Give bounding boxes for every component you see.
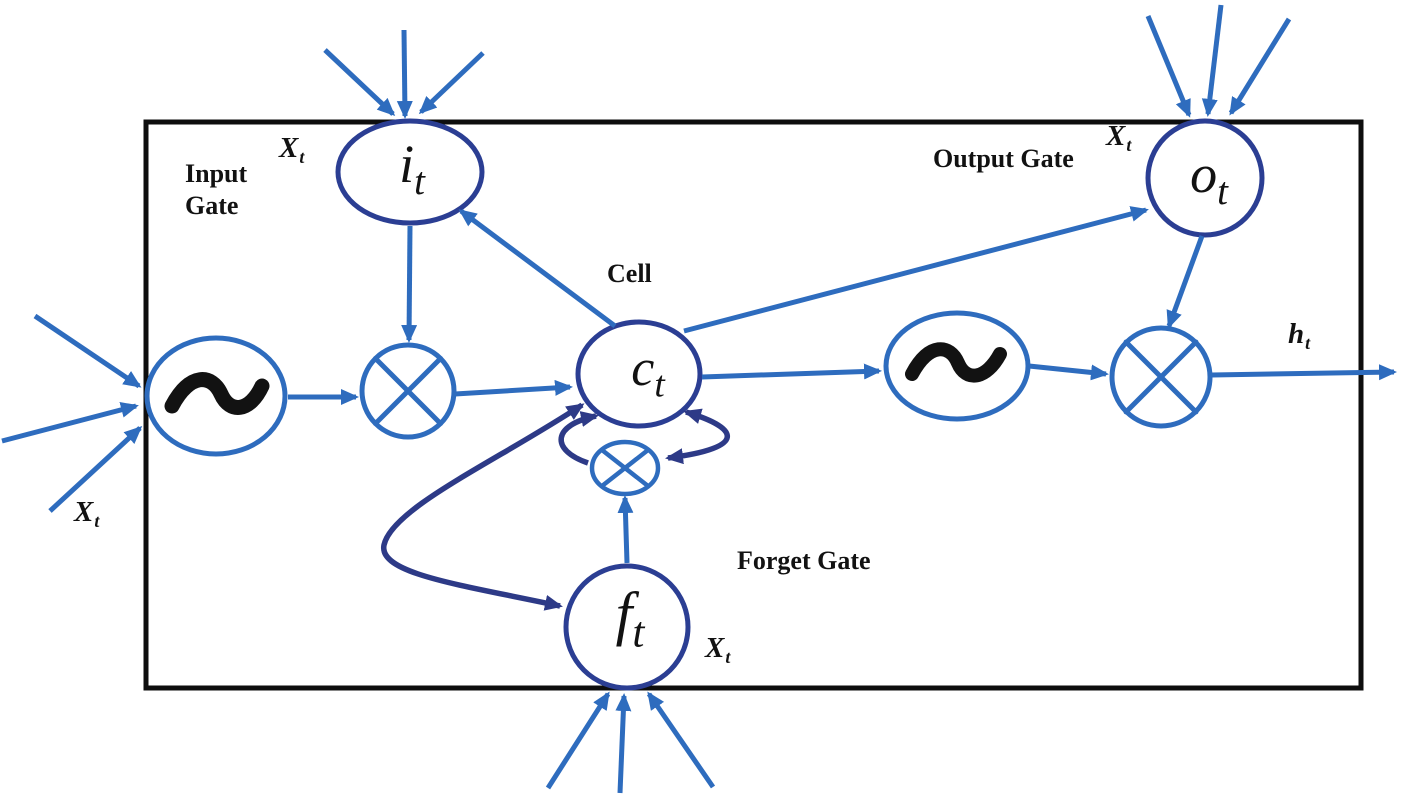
- x-sub: t: [725, 647, 731, 668]
- output-gate-symbol: ot: [1190, 147, 1228, 212]
- arrow-into-forget-gate-3: [646, 691, 716, 789]
- tilde-icon: [164, 372, 270, 415]
- curve-cell-to-loop-multiply: [665, 408, 730, 465]
- arrow-cell-to-squash-right: [701, 363, 882, 380]
- arrow-into-squash-left-2: [1, 402, 139, 444]
- multiply-icon: [599, 447, 651, 489]
- symbol-main: f: [615, 580, 633, 647]
- node-circles: [144, 118, 1265, 691]
- x-input-gate-label: Xt: [279, 132, 304, 168]
- signal-arrows: [1, 4, 1397, 794]
- x-main: X: [74, 496, 94, 528]
- input-gate-label: Input Gate: [185, 159, 248, 220]
- arrow-forget-gate-to-multiply: [617, 495, 634, 564]
- symbol-sub: t: [654, 364, 665, 406]
- output-gate-label: Output Gate: [933, 144, 1074, 173]
- h-sub: t: [1305, 333, 1311, 354]
- x-main: X: [705, 632, 725, 664]
- arrow-into-squash-left-3: [48, 425, 143, 513]
- symbol-main: c: [631, 340, 655, 398]
- x-sub: t: [94, 511, 100, 532]
- arrow-cell-to-output-gate: [683, 206, 1149, 334]
- x-sub: t: [299, 147, 305, 168]
- x-left-input-label: Xt: [74, 496, 99, 532]
- output-gate-node: [1145, 118, 1265, 238]
- arrow-cell-to-input-gate: [458, 208, 617, 329]
- cell-state-symbol: ct: [631, 343, 665, 404]
- arrow-output-gate-to-multiply: [1166, 235, 1205, 329]
- arrow-into-input-gate-3: [418, 51, 485, 115]
- x-output-gate-label: Xt: [1106, 120, 1131, 156]
- symbol-sub: t: [414, 159, 425, 203]
- h-main: h: [1288, 318, 1305, 350]
- arrow-into-output-gate-3: [1228, 17, 1292, 116]
- multiply-icon: [373, 356, 443, 426]
- arrow-into-output-gate-2: [1201, 4, 1224, 117]
- tilde-icon: [905, 342, 1007, 383]
- arrow-into-input-gate-2: [396, 29, 413, 119]
- x-sub: t: [1126, 135, 1132, 156]
- arrow-into-forget-gate-2: [615, 693, 632, 794]
- input-gate-symbol: it: [399, 137, 425, 202]
- x-forget-gate-label: Xt: [705, 632, 730, 668]
- arrow-into-output-gate-1: [1145, 15, 1192, 118]
- hidden-state-label: ht: [1288, 318, 1310, 354]
- arrow-multiply-to-cell: [454, 379, 573, 397]
- forget-gate-label: Forget Gate: [737, 546, 871, 575]
- multiply-icon: [1123, 339, 1199, 415]
- symbol-main: o: [1190, 144, 1218, 205]
- x-main: X: [1106, 120, 1126, 152]
- curve-cell-forget-link: [381, 402, 585, 611]
- curve-loop-multiply-to-cell: [558, 411, 599, 466]
- arrow-into-forget-gate-1: [545, 691, 611, 790]
- input-gate-node: [335, 118, 485, 226]
- recurrent-curves: [381, 402, 730, 611]
- forget-gate-node: [563, 563, 691, 691]
- arrow-hidden-state-output: [1211, 364, 1397, 381]
- arrow-into-squash-left-1: [33, 313, 142, 389]
- cell-label: Cell: [607, 259, 652, 288]
- symbol-sub: t: [632, 609, 645, 657]
- arrow-into-input-gate-1: [323, 48, 396, 117]
- arrow-squash-to-output-multiply: [1028, 363, 1109, 381]
- arrow-input-gate-to-multiply: [401, 225, 418, 343]
- symbol-sub: t: [1217, 169, 1228, 213]
- cell-state-node: [575, 319, 703, 429]
- symbol-main: i: [399, 134, 415, 195]
- x-main: X: [279, 132, 299, 164]
- forget-gate-symbol: ft: [616, 584, 645, 655]
